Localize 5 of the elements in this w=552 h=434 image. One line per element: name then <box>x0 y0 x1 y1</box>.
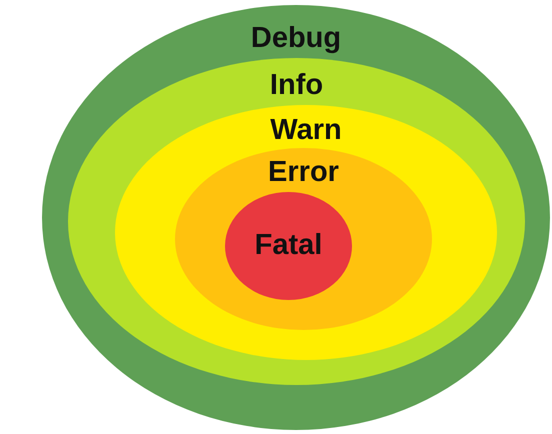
level-label: Debug <box>250 21 342 55</box>
level-label: Warn <box>270 113 342 147</box>
level-label: Info <box>270 68 324 102</box>
level-label: Fatal <box>254 228 322 262</box>
level-label: Error <box>268 155 339 189</box>
